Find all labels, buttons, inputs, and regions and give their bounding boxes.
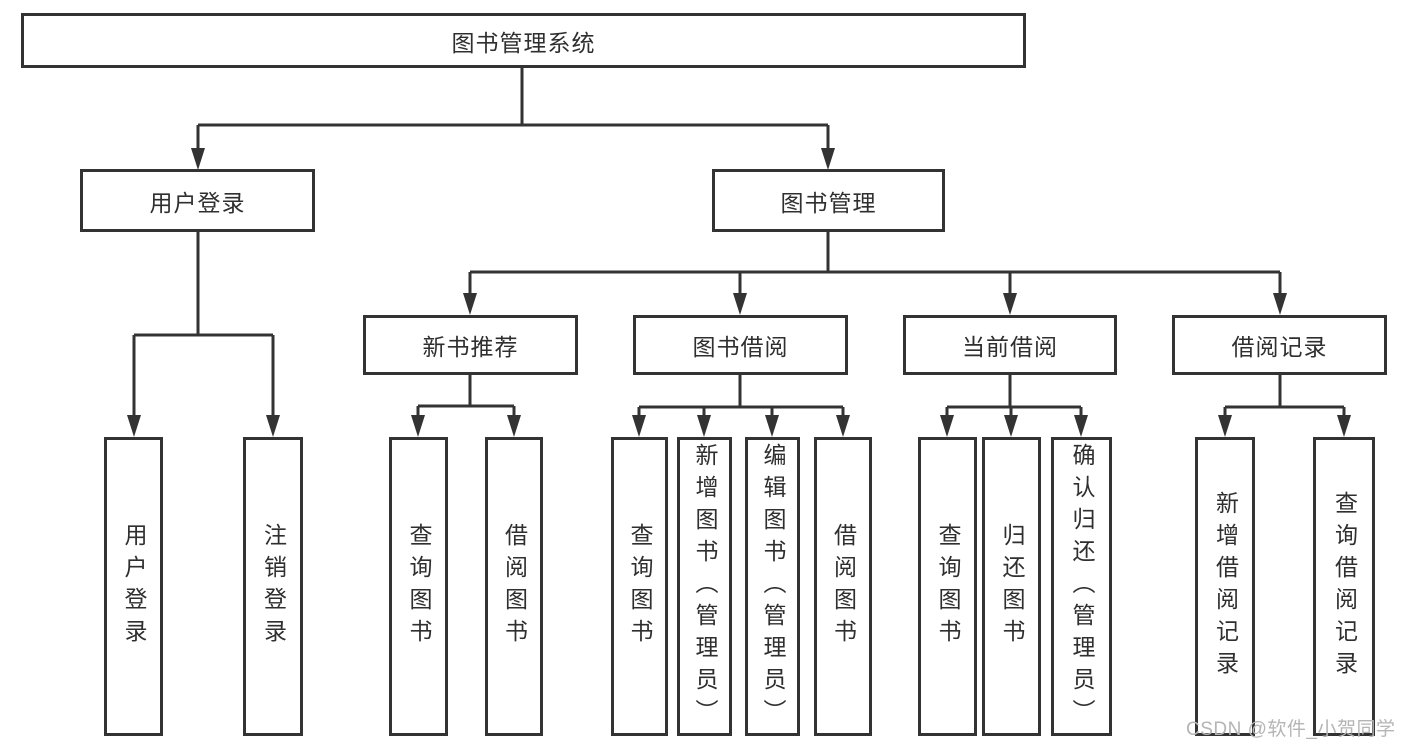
leaf-return-books: 归还图书	[982, 437, 1041, 736]
node-label: 查询借阅记录	[1331, 490, 1358, 683]
node-label: 注销登录	[260, 522, 287, 651]
node-label: 图书借阅	[692, 334, 789, 360]
node-label: 当前借阅	[962, 334, 1058, 360]
leaf-confirm-return-admin: 确认归还（管理员）	[1051, 437, 1112, 736]
leaf-query-borrow-record: 查询借阅记录	[1313, 437, 1375, 736]
node-label: 新书推荐	[422, 334, 519, 360]
node-label: 归还图书	[999, 522, 1025, 651]
node-label: 借阅图书	[501, 522, 528, 651]
node-book-borrowing: 图书借阅	[633, 315, 848, 375]
leaf-logout: 注销登录	[243, 437, 303, 736]
node-label: 查询图书	[935, 522, 961, 651]
leaf-borrow-books: 借阅图书	[814, 437, 872, 736]
node-book-management: 图书管理	[712, 169, 945, 232]
leaf-add-book-admin: 新增图书（管理员）	[677, 437, 732, 736]
node-label: 用户登录	[149, 189, 246, 216]
node-label: 用户登录	[121, 522, 147, 651]
node-label: 图书管理系统	[451, 29, 596, 56]
node-label: 新增借阅记录	[1212, 490, 1239, 683]
node-label: 新增图书（管理员）	[692, 442, 718, 731]
leaf-query-books-current: 查询图书	[918, 437, 977, 736]
watermark: CSDN @软件_小贺同学	[1186, 719, 1396, 740]
leaf-query-books-recommend: 查询图书	[389, 437, 448, 736]
leaf-user-login: 用户登录	[104, 437, 163, 736]
node-label: 确认归还（管理员）	[1069, 442, 1095, 731]
leaf-add-borrow-record: 新增借阅记录	[1195, 437, 1255, 736]
node-user-login: 用户登录	[80, 169, 315, 232]
node-label: 编辑图书（管理员）	[760, 442, 786, 731]
leaf-edit-book-admin: 编辑图书（管理员）	[745, 437, 800, 736]
node-borrowing-records: 借阅记录	[1172, 315, 1387, 375]
leaf-borrow-books-recommend: 借阅图书	[485, 437, 543, 736]
leaf-query-books-borrow: 查询图书	[611, 437, 668, 736]
node-library-management-system: 图书管理系统	[21, 13, 1026, 68]
node-label: 查询图书	[627, 522, 653, 651]
node-label: 借阅记录	[1231, 334, 1328, 360]
node-label: 借阅图书	[830, 522, 857, 651]
node-label: 图书管理	[780, 189, 877, 216]
node-current-borrowing: 当前借阅	[903, 315, 1117, 375]
node-label: 查询图书	[406, 522, 432, 651]
node-new-book-recommendation: 新书推荐	[363, 315, 578, 375]
